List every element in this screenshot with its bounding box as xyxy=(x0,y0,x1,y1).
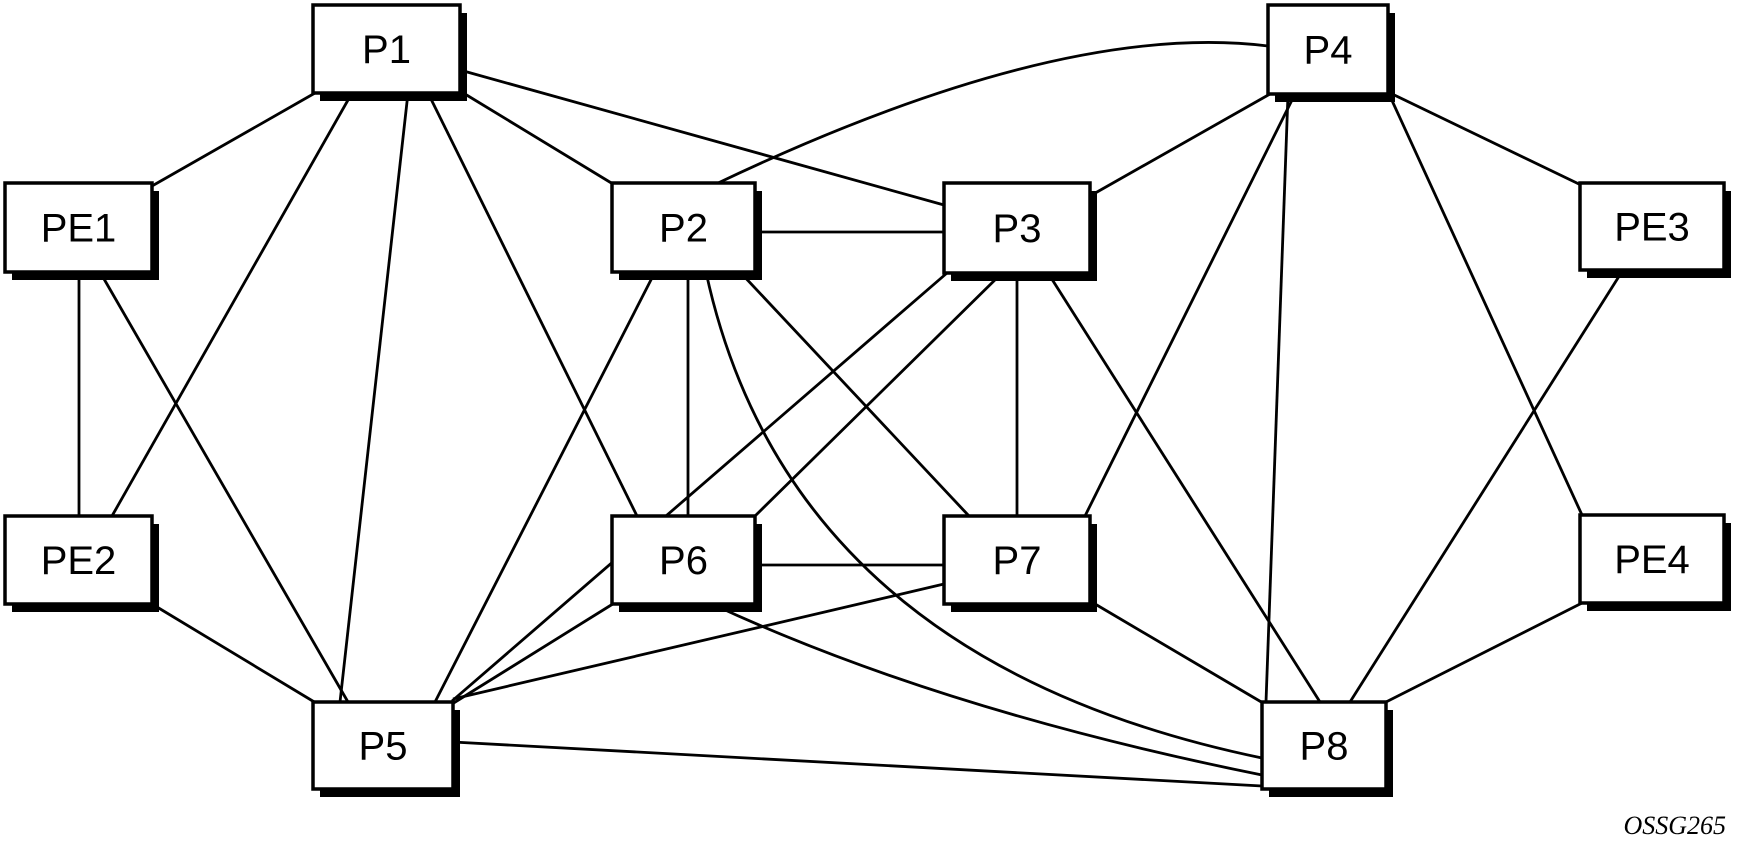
node-P2-label: P2 xyxy=(659,207,708,251)
edge-P7-P8 xyxy=(1089,599,1264,705)
edge-P2-P8 xyxy=(704,271,1263,760)
node-PE3-label: PE3 xyxy=(1614,206,1690,250)
node-PE1: PE1 xyxy=(3,181,159,280)
node-P2: P2 xyxy=(610,181,762,280)
node-P4-label: P4 xyxy=(1304,29,1353,73)
edge-P3-P4 xyxy=(1089,92,1271,198)
node-P6-label: P6 xyxy=(659,539,708,583)
node-P8-box xyxy=(1260,700,1388,791)
node-PE1-label: PE1 xyxy=(41,207,117,251)
edge-P3-P8 xyxy=(1046,272,1322,703)
node-P8: P8 xyxy=(1260,700,1393,797)
edge-PE1-P1 xyxy=(151,91,316,188)
edge-P1-P5 xyxy=(338,92,410,703)
node-P1: P1 xyxy=(311,3,467,101)
edge-PE3-P8 xyxy=(1348,269,1625,703)
node-PE4: PE4 xyxy=(1578,513,1731,611)
node-PE4-box xyxy=(1578,513,1726,605)
edge-PE2-P5 xyxy=(151,602,317,705)
node-P7-label: P7 xyxy=(993,539,1042,583)
edge-P4-P8 xyxy=(1264,93,1290,703)
node-PE3: PE3 xyxy=(1578,181,1731,278)
edge-P5-P8 xyxy=(452,740,1263,788)
figure-code-label: OSSG265 xyxy=(1623,811,1726,840)
node-P6-box xyxy=(610,514,757,606)
edge-P4-PE4 xyxy=(1387,93,1584,516)
node-PE4-label: PE4 xyxy=(1614,538,1690,582)
edge-P3-P5 xyxy=(451,271,948,703)
node-P7-box xyxy=(942,514,1092,606)
edge-P3-P6 xyxy=(753,272,1003,518)
edge-P4-PE3 xyxy=(1387,90,1582,187)
node-P4: P4 xyxy=(1266,3,1395,102)
node-P3-box xyxy=(942,181,1092,275)
edges-layer xyxy=(77,41,1625,788)
edge-P1-P2 xyxy=(459,89,614,186)
edge-P2-P5 xyxy=(433,271,657,703)
node-P7: P7 xyxy=(942,514,1097,612)
edge-P6-P8 xyxy=(711,602,1263,777)
node-P2-box xyxy=(610,181,757,274)
edge-P2-P7 xyxy=(738,271,971,517)
node-P4-box xyxy=(1266,3,1390,96)
edge-P4-P7 xyxy=(1083,93,1297,517)
edge-PE4-P8 xyxy=(1385,601,1583,704)
node-P5-label: P5 xyxy=(359,725,408,769)
node-P6: P6 xyxy=(610,514,762,612)
node-PE2-box xyxy=(3,514,154,606)
node-P8-label: P8 xyxy=(1300,725,1349,769)
node-PE2-label: PE2 xyxy=(41,539,117,583)
node-PE3-box xyxy=(1578,181,1726,272)
edge-P1-P6 xyxy=(426,92,639,517)
node-P3: P3 xyxy=(942,181,1097,281)
edge-PE1-P5 xyxy=(98,271,350,703)
node-P3-label: P3 xyxy=(993,207,1042,251)
edge-P1-P3 xyxy=(459,68,945,207)
node-P5-box xyxy=(311,700,455,791)
node-P1-label: P1 xyxy=(362,28,411,72)
edge-P5-P6 xyxy=(451,600,617,706)
edge-P5-P7 xyxy=(452,582,945,701)
edge-P2-P4 xyxy=(715,41,1269,186)
node-PE1-box xyxy=(3,181,154,274)
node-P5: P5 xyxy=(311,700,460,797)
edge-PE2-P1 xyxy=(110,92,354,517)
node-P1-box xyxy=(311,3,462,95)
node-PE2: PE2 xyxy=(3,514,159,612)
